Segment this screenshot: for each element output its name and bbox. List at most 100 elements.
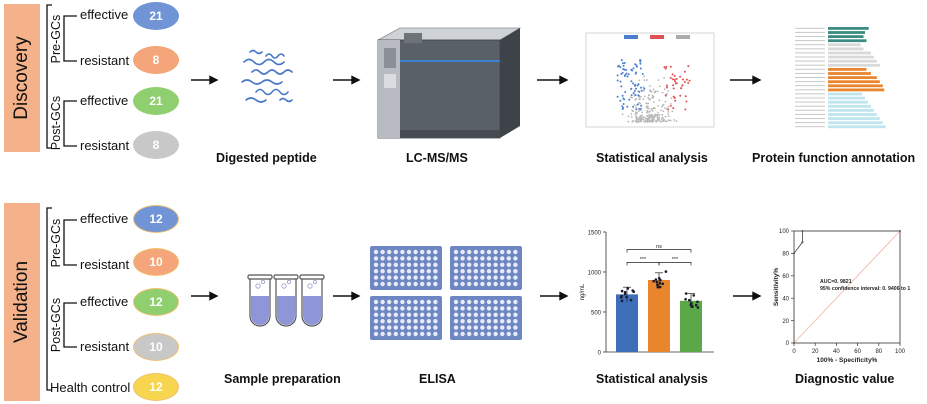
roc-x-tick-label: 60 xyxy=(854,349,861,355)
volcano-dot-up xyxy=(675,77,678,80)
elisa-well xyxy=(400,269,405,274)
annotation-bar-label xyxy=(795,44,825,46)
volcano-dot-ns xyxy=(647,102,650,105)
volcano-dot-ns xyxy=(643,79,646,81)
volcano-dot-up xyxy=(687,81,690,84)
bar-point xyxy=(691,305,694,309)
volcano-dot-ns xyxy=(649,110,651,113)
elisa-well xyxy=(426,299,431,305)
volcano-dot-ns xyxy=(671,110,674,113)
volcano-dot-ns xyxy=(652,110,654,112)
elisa-well xyxy=(480,269,485,274)
elisa-well xyxy=(406,312,412,317)
volcano-dot-ns xyxy=(643,95,646,98)
elisa-well xyxy=(400,275,405,280)
annotation-bar xyxy=(828,27,869,30)
volcano-dot-ns xyxy=(621,113,624,116)
bar-point xyxy=(694,303,698,307)
elisa-well xyxy=(453,262,459,267)
elisa-well xyxy=(413,249,418,255)
elisa-well xyxy=(413,299,418,305)
volcano-dot-ns xyxy=(642,118,645,121)
volcano-dot-ns xyxy=(648,113,651,116)
elisa-well xyxy=(460,275,465,280)
bar-point xyxy=(696,306,700,309)
bar-point xyxy=(652,279,655,283)
elisa-well xyxy=(406,262,412,267)
volcano-dot-ns xyxy=(661,91,664,94)
bar-point xyxy=(623,292,627,296)
elisa-well xyxy=(380,269,385,274)
volcano-dot-down xyxy=(635,108,638,111)
bar-point xyxy=(632,290,635,294)
elisa-well xyxy=(380,299,385,305)
elisa-well xyxy=(406,275,412,280)
validation-post-effective-count: 12 xyxy=(133,288,179,316)
peptide-icon xyxy=(241,49,293,103)
roc-y-tick-label: 100 xyxy=(779,229,790,235)
tube-rim xyxy=(299,274,325,280)
validation-post-resistant-count: 10 xyxy=(133,333,179,361)
elisa-well xyxy=(460,262,465,267)
volcano-dot-ns xyxy=(654,114,656,116)
annotation-bar xyxy=(828,31,865,34)
volcano-dot-ns xyxy=(667,113,670,115)
volcano-dot-ns xyxy=(653,91,656,93)
volcano-dot-ns xyxy=(647,118,649,121)
elisa-well xyxy=(420,262,425,267)
discovery-pre-effective-label: effective xyxy=(80,7,129,22)
annotation-bar xyxy=(828,80,880,84)
volcano-dot-ns xyxy=(663,88,666,91)
elisa-well xyxy=(467,256,472,261)
elisa-well xyxy=(486,269,492,274)
elisa-well xyxy=(373,256,379,261)
volcano-dot-up xyxy=(667,108,670,111)
volcano-dot-down xyxy=(634,63,637,66)
elisa-well xyxy=(493,319,498,324)
elisa-well xyxy=(473,262,478,267)
elisa-well xyxy=(480,281,485,287)
volcano-dot-ns xyxy=(648,116,650,119)
annotation-bar xyxy=(828,121,883,125)
elisa-well xyxy=(460,269,465,274)
elisa-well xyxy=(400,331,405,337)
annotation-bar-label xyxy=(795,113,825,115)
annotation-bar-label xyxy=(795,52,825,54)
elisa-well xyxy=(473,275,478,280)
elisa-well xyxy=(373,299,379,305)
volcano-dot-ns xyxy=(635,106,637,109)
elisa-well xyxy=(480,249,485,255)
bar xyxy=(648,280,670,352)
elisa-well xyxy=(453,281,459,287)
volcano-dot-up xyxy=(679,94,682,97)
health-control-count: 12 xyxy=(133,373,179,401)
volcano-dot-down xyxy=(621,62,624,65)
volcano-dot-ns xyxy=(663,77,665,79)
elisa-well xyxy=(373,319,379,324)
elisa-well xyxy=(500,262,505,267)
volcano-dot-down xyxy=(625,72,628,75)
elisa-well xyxy=(480,319,485,324)
validation-pre-resistant-count: 10 xyxy=(133,248,179,276)
elisa-well xyxy=(413,269,418,274)
volcano-dot-ns xyxy=(649,116,652,119)
volcano-dot-ns xyxy=(636,117,639,119)
volcano-dot-down xyxy=(633,89,636,92)
roc-x-tick-label: 80 xyxy=(875,349,882,355)
volcano-dot-ns xyxy=(648,98,651,101)
annotation-bar-label xyxy=(795,118,825,119)
volcano-dot-down xyxy=(634,83,637,86)
volcano-dot-ns xyxy=(638,98,640,101)
tube-rim xyxy=(273,274,299,280)
volcano-dot-down xyxy=(619,66,622,69)
volcano-dot-ns xyxy=(652,101,655,103)
elisa-well xyxy=(467,312,472,317)
elisa-well xyxy=(500,312,505,317)
elisa-well xyxy=(473,312,478,317)
elisa-well xyxy=(480,331,485,337)
elisa-well xyxy=(506,275,511,280)
elisa-well xyxy=(373,325,379,330)
volcano-dot-ns xyxy=(673,119,676,121)
volcano-dot-up xyxy=(671,73,674,76)
